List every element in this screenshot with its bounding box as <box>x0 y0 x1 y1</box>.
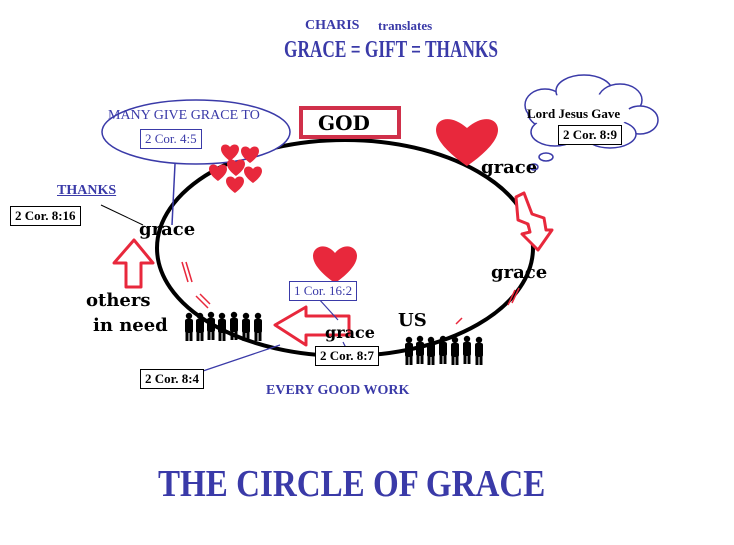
ref-pointer-1cor <box>317 297 339 321</box>
right-cloud-bubble <box>524 74 659 171</box>
heart-icon-small-2 <box>241 146 259 163</box>
people-others-in-need <box>185 311 262 341</box>
left-callout-pointer <box>171 163 176 226</box>
left-callout-ref: 2 Cor. 4:5 <box>140 129 202 149</box>
others-label: others <box>86 290 151 311</box>
left-callout-title: MANY GIVE GRACE TO <box>108 108 260 123</box>
right-callout-title: Lord Jesus Gave <box>527 106 621 121</box>
charis-label: CHARIS <box>305 18 360 33</box>
every-good-work-label: EVERY GOOD WORK <box>266 383 410 398</box>
thanks-ref: 2 Cor. 8:16 <box>10 206 81 226</box>
arrow-left-center <box>273 305 351 347</box>
equation-heading: GRACE = GIFT = THANKS <box>284 37 498 63</box>
center-ref-1cor: 1 Cor. 16:2 <box>289 281 358 301</box>
thanks-label: THANKS <box>57 183 117 198</box>
heart-icon-small-1 <box>221 144 239 161</box>
bottom-left-ref: 2 Cor. 8:4 <box>140 369 205 389</box>
grace-label-top-right: grace <box>481 157 538 178</box>
heart-icon-small-6 <box>226 176 244 193</box>
right-callout-ref: 2 Cor. 8:9 <box>558 125 623 145</box>
us-label: US <box>398 310 427 331</box>
heart-icon-large-center <box>313 246 357 283</box>
ref-pointer-2cor84 <box>199 344 281 373</box>
center-ref-2cor87: 2 Cor. 8:7 <box>315 346 380 366</box>
god-label: GOD <box>318 111 370 135</box>
grace-label-right: grace <box>491 262 548 283</box>
arrow-down-right <box>514 191 554 252</box>
in-need-label: in need <box>93 315 168 336</box>
heart-icon-small-3 <box>209 164 227 181</box>
translates-label: translates <box>378 18 433 33</box>
heart-icon-small-5 <box>244 166 262 183</box>
footer-title: THE CIRCLE OF GRACE <box>158 463 546 505</box>
arrow-up-left <box>112 238 155 289</box>
ref-pointer-thanks <box>100 204 144 226</box>
grace-label-center: grace <box>325 323 375 342</box>
heart-icon-small-4 <box>227 159 245 176</box>
grace-label-left: grace <box>139 219 196 240</box>
people-us <box>405 335 483 365</box>
god-box <box>299 106 401 139</box>
heart-icon-large-top <box>436 119 498 166</box>
